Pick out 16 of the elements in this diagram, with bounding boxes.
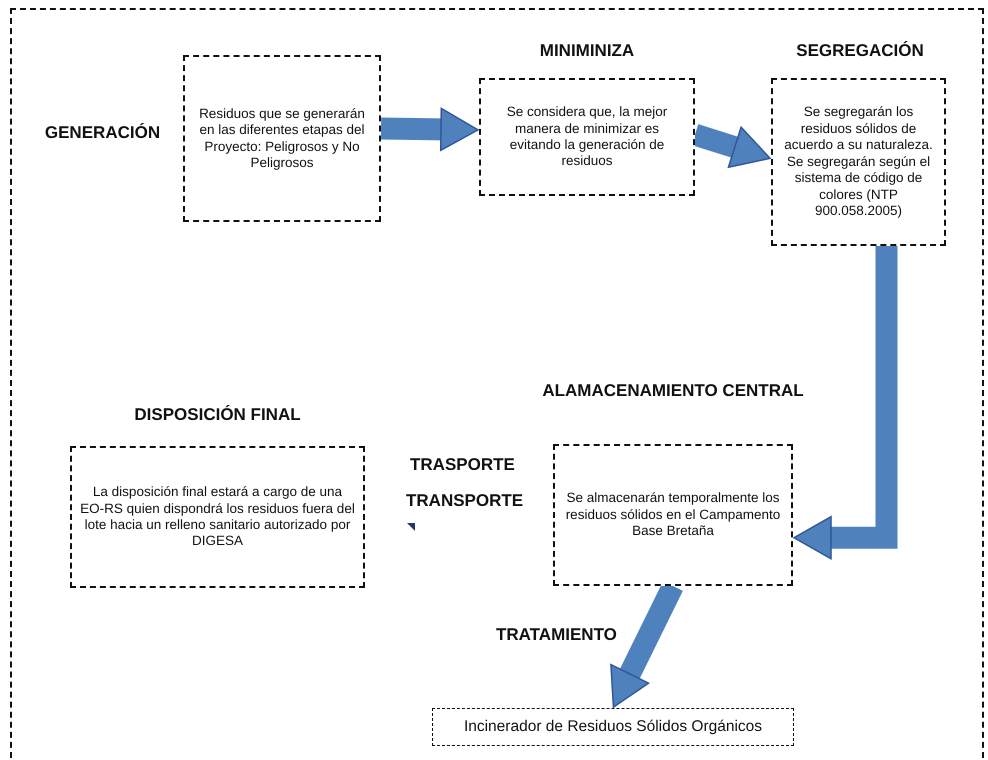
- box-text: Incinerador de Residuos Sólidos Orgánicos: [464, 718, 762, 736]
- block-arrow: [380, 108, 479, 152]
- stage-heading: SEGREGACIÓN: [795, 40, 925, 62]
- stage-heading: MINIMINIZA: [538, 40, 636, 62]
- box-text: Se almacenarán temporalmente los residuos sólidos en el Campamento Base Bretaña: [564, 490, 782, 540]
- box-text: Se segregarán los residuos sólidos de acuerdo a su naturaleza. Se segregarán según el sistema de código de colores (NTP 900.058.2005): [783, 104, 934, 220]
- stage-heading: DISPOSICIÓN FINAL: [133, 404, 302, 426]
- stage-heading: ALAMACENAMIENTO CENTRAL: [541, 380, 805, 402]
- stage-label: TRASPORTE: [410, 455, 515, 475]
- box-text: La disposición final estará a cargo de una EO-RS quien dispondrá los residuos fuera del lote hacia un relleno sanitario autorizado por DIGESA: [80, 484, 355, 550]
- stage-label: TRANSPORTE: [406, 491, 524, 511]
- stage-heading: GENERACIÓN: [44, 122, 162, 144]
- block-arrow: [793, 246, 898, 560]
- stage-label: TRATAMIENTO: [496, 625, 617, 645]
- box-text: Se considera que, la mejor manera de minimizar es evitando la generación de residuos: [506, 104, 668, 170]
- box-text: Residuos que se generarán en las diferentes etapas del Proyecto: Peligrosos y No Peligrosos: [198, 106, 366, 172]
